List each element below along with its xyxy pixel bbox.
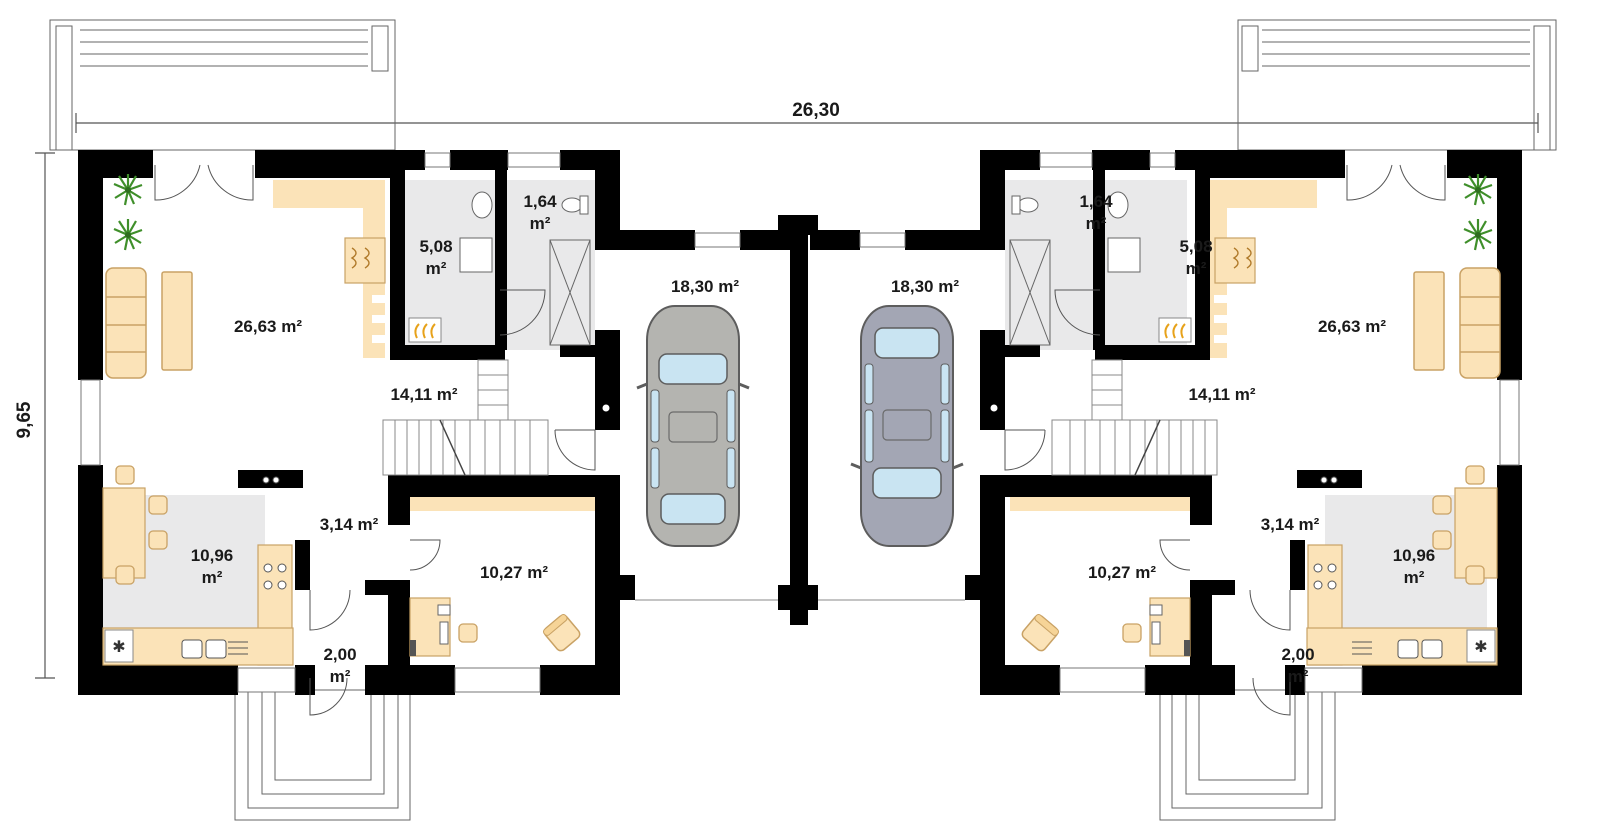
desk-icon — [1122, 597, 1191, 657]
stairs-left — [382, 359, 549, 476]
sofa-icon — [1413, 267, 1501, 379]
fridge-icon: ✱ — [104, 629, 134, 663]
label-kitchen-left-1: 10,96 — [191, 546, 234, 565]
stove-icon — [262, 476, 287, 590]
dimension-width: 26,30 — [792, 100, 840, 121]
label-hall-left: 14,11 m² — [390, 385, 457, 404]
toilet-icon — [471, 191, 589, 219]
car-icon — [849, 304, 965, 548]
toilet-icon — [1011, 191, 1129, 219]
label-entry-left-2: m² — [330, 667, 351, 686]
dining-table — [1432, 465, 1498, 585]
label-wc-left-2: m² — [530, 214, 551, 233]
svg-text:✱: ✱ — [112, 639, 125, 656]
plant-icon — [112, 172, 144, 252]
svg-text:✱: ✱ — [1474, 639, 1487, 656]
label-kitchen-left-2: m² — [202, 568, 223, 587]
label-living-right: 26,63 m² — [1318, 317, 1386, 336]
dimension-height: 9,65 — [14, 401, 35, 438]
label-garage-right: 18,30 m² — [891, 277, 959, 296]
label-wc-left-1: 1,64 — [523, 192, 557, 211]
heater-icon — [1158, 317, 1192, 343]
label-bathroom-right-2: m² — [1186, 259, 1207, 278]
walls-right — [810, 150, 1522, 695]
fireplace-icon — [1214, 237, 1256, 343]
label-entry-left-1: 2,00 — [323, 645, 356, 664]
terrace-right — [1237, 19, 1557, 151]
label-kitchen-right-1: 10,96 — [1393, 546, 1436, 565]
armchair-icon — [541, 612, 583, 654]
walls-left — [78, 150, 818, 695]
sink-icon — [1352, 639, 1443, 659]
fridge-icon: ✱ — [1466, 629, 1496, 663]
label-entry-right-1: 2,00 — [1281, 645, 1314, 664]
armchair-icon — [1019, 612, 1061, 654]
label-wc-right-1: 1,64 — [1079, 192, 1113, 211]
label-entry-right-2: m² — [1288, 667, 1309, 686]
label-room-left: 10,27 m² — [480, 563, 548, 582]
terrace-left — [49, 19, 396, 151]
label-kitchen-right-2: m² — [1404, 568, 1425, 587]
porch-right — [1159, 689, 1336, 821]
fireplace-icon — [344, 237, 386, 343]
stove-icon — [1313, 476, 1338, 590]
label-vestibule-right: 3,14 m² — [1261, 515, 1320, 534]
door-handles — [602, 404, 998, 412]
label-bathroom-left-2: m² — [426, 259, 447, 278]
label-garage-left: 18,30 m² — [671, 277, 739, 296]
door-swing-icon — [154, 164, 1446, 716]
plant-icon — [1462, 172, 1494, 252]
windows — [80, 152, 1520, 693]
dimension-lines — [35, 113, 1539, 679]
washbasin-icon — [459, 237, 591, 346]
kitchen-counter — [102, 544, 294, 666]
label-vestibule-left: 3,14 m² — [320, 515, 379, 534]
washbasin-icon — [1009, 237, 1141, 346]
label-room-right: 10,27 m² — [1088, 563, 1156, 582]
heater-icon — [408, 317, 442, 343]
stairs-right — [1051, 359, 1218, 476]
label-bathroom-left-1: 5,08 — [419, 237, 452, 256]
sink-icon — [181, 639, 248, 659]
car-icon — [635, 304, 751, 548]
porch-left — [234, 689, 411, 821]
label-wc-right-2: m² — [1086, 214, 1107, 233]
sofa-icon — [105, 267, 193, 379]
dining-table — [102, 465, 168, 585]
label-bathroom-right-1: 5,08 — [1179, 237, 1212, 256]
desk-icon — [409, 597, 478, 657]
label-hall-right: 14,11 m² — [1188, 385, 1255, 404]
label-living-left: 26,63 m² — [234, 317, 302, 336]
